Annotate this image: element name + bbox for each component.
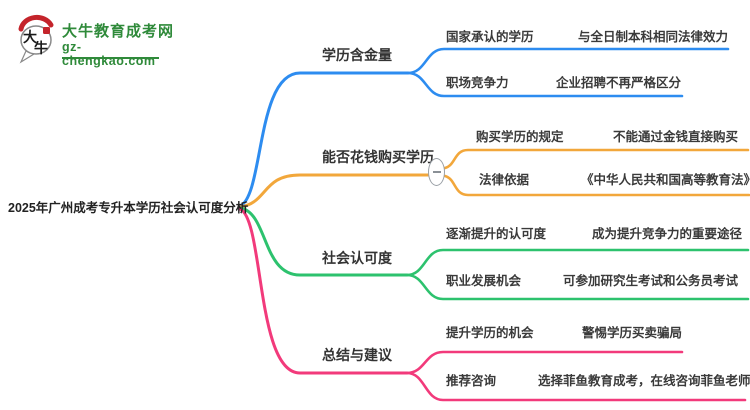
branch-3-child-2-line xyxy=(405,273,750,301)
branch-3-child-1-value[interactable]: 成为提升竞争力的重要途径 xyxy=(592,227,743,241)
central-topic[interactable]: 2025年广州成考专升本学历社会认可度分析 xyxy=(8,201,249,215)
branch-4-label[interactable]: 总结与建议 xyxy=(322,347,392,363)
branch-1-child-2-value[interactable]: 企业招聘不再严格区分 xyxy=(556,76,682,90)
branch-4-child-2-key[interactable]: 推荐咨询 xyxy=(446,374,497,388)
branch-4-child-2-value[interactable]: 选择菲鱼教育成考，在线咨询菲鱼老师 xyxy=(538,374,750,388)
branch-1-child-1-value[interactable]: 与全日制本科相同法律效力 xyxy=(578,30,729,44)
branch-1-child-1-line xyxy=(406,47,730,75)
site-name: 大牛教育成考网 xyxy=(62,23,175,40)
branch-2-line xyxy=(238,173,430,209)
collapse-button[interactable] xyxy=(428,158,445,186)
logo-red-arc xyxy=(18,14,54,32)
logo-bubble-icon: 大 牛 xyxy=(18,14,54,64)
site-domain: gz-chengkao.com xyxy=(62,40,156,68)
branch-1-child-2-line xyxy=(406,71,684,98)
branch-2-child-1-line xyxy=(443,148,750,170)
branch-2-child-2-value[interactable]: 《中华人民共和国高等教育法》 xyxy=(581,173,750,187)
branch-4-child-1-line xyxy=(405,350,684,375)
branch-3-child-2-key[interactable]: 职业发展机会 xyxy=(446,274,522,288)
logo-underline xyxy=(62,57,159,59)
branch-2-child-1-key[interactable]: 购买学历的规定 xyxy=(476,130,564,144)
branch-2-child-1-value[interactable]: 不能通过金钱直接购买 xyxy=(613,130,739,144)
branch-1-child-2-key[interactable]: 职场竞争力 xyxy=(446,76,509,90)
branch-1-line xyxy=(238,71,410,208)
branch-1-label[interactable]: 学历含金量 xyxy=(322,47,392,63)
branch-2-child-2-line xyxy=(443,174,750,197)
branch-2-child-2-key[interactable]: 法律依据 xyxy=(479,173,530,187)
branch-3-child-1-key[interactable]: 逐渐提升的认可度 xyxy=(446,227,547,241)
branch-3-child-1-line xyxy=(405,248,750,277)
branch-3-label[interactable]: 社会认可度 xyxy=(322,250,392,266)
branch-3-line xyxy=(238,206,409,277)
logo-bubble-char-1: 大 xyxy=(23,29,37,46)
branch-1-child-1-key[interactable]: 国家承认的学历 xyxy=(446,30,534,44)
logo-bubble-char-2: 牛 xyxy=(34,40,48,57)
branch-4-line xyxy=(238,207,409,375)
logo[interactable]: 大 牛 大牛教育成考网 gz-chengkao.com xyxy=(14,14,175,68)
branch-2-label[interactable]: 能否花钱购买学历 xyxy=(322,149,434,165)
branch-4-child-2-line xyxy=(405,371,747,402)
logo-seal-icon xyxy=(43,27,50,34)
branch-3-child-2-value[interactable]: 可参加研究生考试和公务员考试 xyxy=(563,274,739,288)
branch-4-child-1-value[interactable]: 警惕学历买卖骗局 xyxy=(582,326,683,340)
minus-icon xyxy=(432,171,441,173)
branch-4-child-1-key[interactable]: 提升学历的机会 xyxy=(446,326,534,340)
